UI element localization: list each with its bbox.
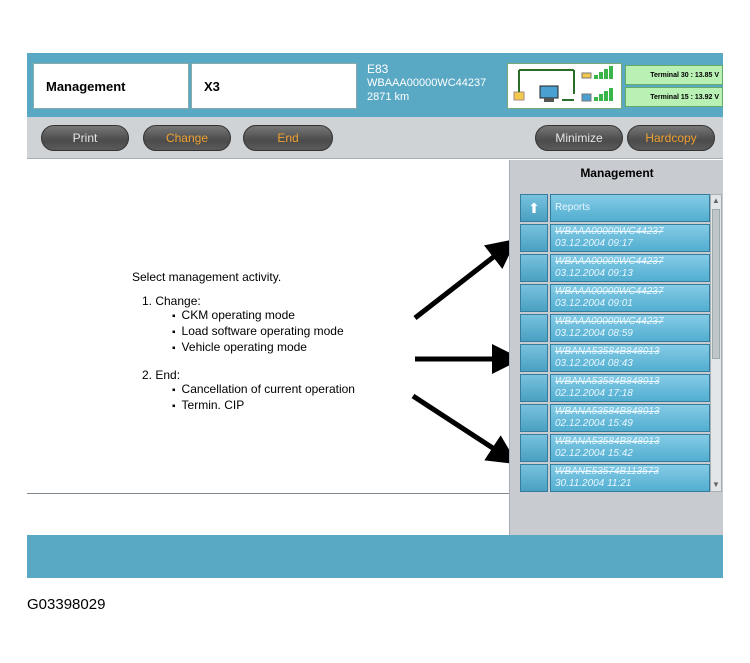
entry-vin: WBAAA00000WC44237: [555, 256, 664, 267]
header-title: Management: [33, 63, 189, 109]
terminal-15-voltage: Terminal 15 : 13.92 V: [625, 87, 723, 107]
entry-date: 02.12.2004 15:49: [555, 418, 633, 429]
entry-vin: WBANE53574B113573: [555, 466, 659, 477]
list-item-reports[interactable]: ⬆ Reports: [520, 194, 710, 222]
entry-date: 02.12.2004 17:18: [555, 388, 633, 399]
entry-vin: WBANA53584B848013: [555, 376, 660, 387]
vehicle-info: E83 WBAAA00000WC44237 2871 km: [367, 62, 486, 104]
up-arrow-icon[interactable]: ⬆: [520, 194, 548, 222]
step-title: 1. Change:: [142, 294, 201, 308]
figure-caption: G03398029: [27, 596, 106, 613]
bottom-status-bar: [27, 535, 723, 578]
end-button[interactable]: End: [243, 125, 333, 151]
hardcopy-button[interactable]: Hardcopy: [627, 125, 715, 151]
scroll-up-icon[interactable]: ▲: [712, 196, 720, 205]
change-button[interactable]: Change: [143, 125, 231, 151]
step-title: 2. End:: [142, 368, 181, 382]
scroll-down-icon[interactable]: ▼: [712, 480, 720, 489]
print-button[interactable]: Print: [41, 125, 129, 151]
entry-date: 03.12.2004 09:17: [555, 238, 633, 249]
toolbar: Print Change End Minimize Hardcopy: [27, 117, 723, 159]
step-items: Cancellation of current operation Termin…: [172, 382, 355, 414]
list-item-square[interactable]: [520, 254, 548, 282]
entry-vin: WBANA53584B848013: [555, 436, 660, 447]
list-item-square[interactable]: [520, 224, 548, 252]
list-item-square[interactable]: [520, 404, 548, 432]
main-content: Select management activity. 1. Change: C…: [27, 160, 509, 493]
entry-date: 03.12.2004 08:59: [555, 328, 633, 339]
entry-date: 30.11.2004 11:21: [555, 478, 632, 489]
entry-date: 03.12.2004 09:01: [555, 298, 633, 309]
status-area: [27, 494, 509, 534]
step-item: Vehicle operating mode: [172, 340, 355, 356]
vehicle-code: E83: [367, 62, 389, 76]
entry-date: 03.12.2004 08:43: [555, 358, 633, 369]
connection-diagram-icon: [513, 66, 613, 102]
diagnostic-screen: Management X3 E83 WBAAA00000WC44237 2871…: [27, 53, 723, 578]
list-item-square[interactable]: [520, 284, 548, 312]
list-item-square[interactable]: [520, 374, 548, 402]
entry-vin: WBANA53584B848013: [555, 346, 660, 357]
step-items: CKM operating mode Load software operati…: [172, 308, 355, 356]
minimize-button[interactable]: Minimize: [535, 125, 623, 151]
entry-vin: WBAAA00000WC44237: [555, 316, 664, 327]
header-model: X3: [191, 63, 357, 109]
entry-vin: WBANA53584B848013: [555, 406, 660, 417]
list-item-square[interactable]: [520, 314, 548, 342]
connection-status: [507, 63, 622, 109]
vehicle-mileage: 2871 km: [367, 91, 410, 103]
entry-vin: WBAAA00000WC44237: [555, 286, 664, 297]
list-item-square[interactable]: [520, 344, 548, 372]
terminal-30-voltage: Terminal 30 : 13.85 V: [625, 65, 723, 85]
step-item: Load software operating mode: [172, 324, 355, 340]
pointer-arrows-icon: [411, 238, 522, 465]
header-bar: Management X3 E83 WBAAA00000WC44237 2871…: [27, 53, 723, 117]
list-item-square[interactable]: [520, 464, 548, 492]
entry-date: 02.12.2004 15:42: [555, 448, 633, 459]
instructions: Select management activity. 1. Change: C…: [132, 270, 355, 414]
vehicle-vin: WBAAA00000WC44237: [367, 77, 487, 89]
step-item: CKM operating mode: [172, 308, 355, 324]
entry-date: 03.12.2004 09:13: [555, 268, 633, 279]
scroll-thumb[interactable]: [712, 209, 720, 359]
step-change: 1. Change: CKM operating mode Load softw…: [142, 294, 355, 356]
step-item: Cancellation of current operation: [172, 382, 355, 398]
instructions-intro: Select management activity.: [132, 270, 282, 284]
panel-title: Management: [580, 166, 654, 180]
list-scrollbar[interactable]: ▲ ▼: [710, 194, 722, 492]
reports-label: Reports: [550, 194, 710, 222]
step-item: Termin. CIP: [172, 398, 355, 414]
step-end: 2. End: Cancellation of current operatio…: [142, 368, 355, 414]
entry-vin: WBAAA00000WC44237: [555, 226, 664, 237]
list-item-square[interactable]: [520, 434, 548, 462]
content-divider: [27, 493, 509, 494]
